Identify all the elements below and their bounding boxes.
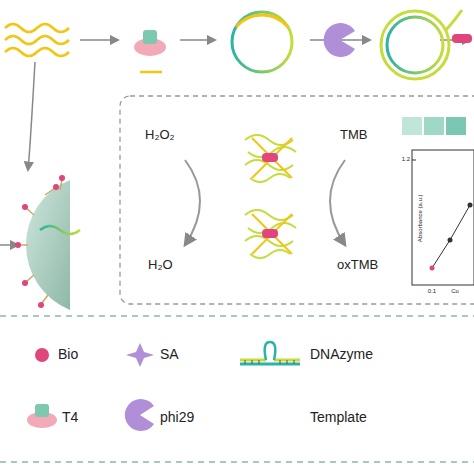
diagram-label: Co bbox=[451, 288, 459, 295]
template-sample bbox=[240, 414, 300, 417]
legend-text: DNAzyme bbox=[310, 347, 373, 362]
magnetic-bead bbox=[15, 175, 80, 310]
diagram-label: H₂O₂ bbox=[145, 128, 175, 142]
diagram-label: oxTMB bbox=[337, 258, 378, 272]
t4-sample bbox=[27, 404, 57, 428]
t4-icon bbox=[134, 30, 166, 56]
dnazyme-sample bbox=[240, 342, 300, 364]
diagram-label: 1.2 bbox=[402, 156, 410, 163]
legend-text: Template bbox=[310, 410, 367, 425]
dnazyme-cluster bbox=[245, 135, 296, 258]
diagram-label: Absorbance (a.u.) bbox=[417, 194, 424, 242]
legend-text: Bio bbox=[58, 347, 78, 362]
legend-text: T4 bbox=[62, 410, 78, 425]
sa-sample bbox=[126, 343, 154, 367]
diagram-label: TMB bbox=[340, 128, 367, 142]
legend-text: SA bbox=[160, 347, 179, 362]
diagram-label: H₂O bbox=[148, 258, 173, 272]
legend-text: phi29 bbox=[160, 410, 194, 425]
phi29-sample bbox=[125, 399, 154, 431]
diagram-label: 0.1 bbox=[428, 288, 436, 295]
bio-sample bbox=[35, 348, 49, 362]
